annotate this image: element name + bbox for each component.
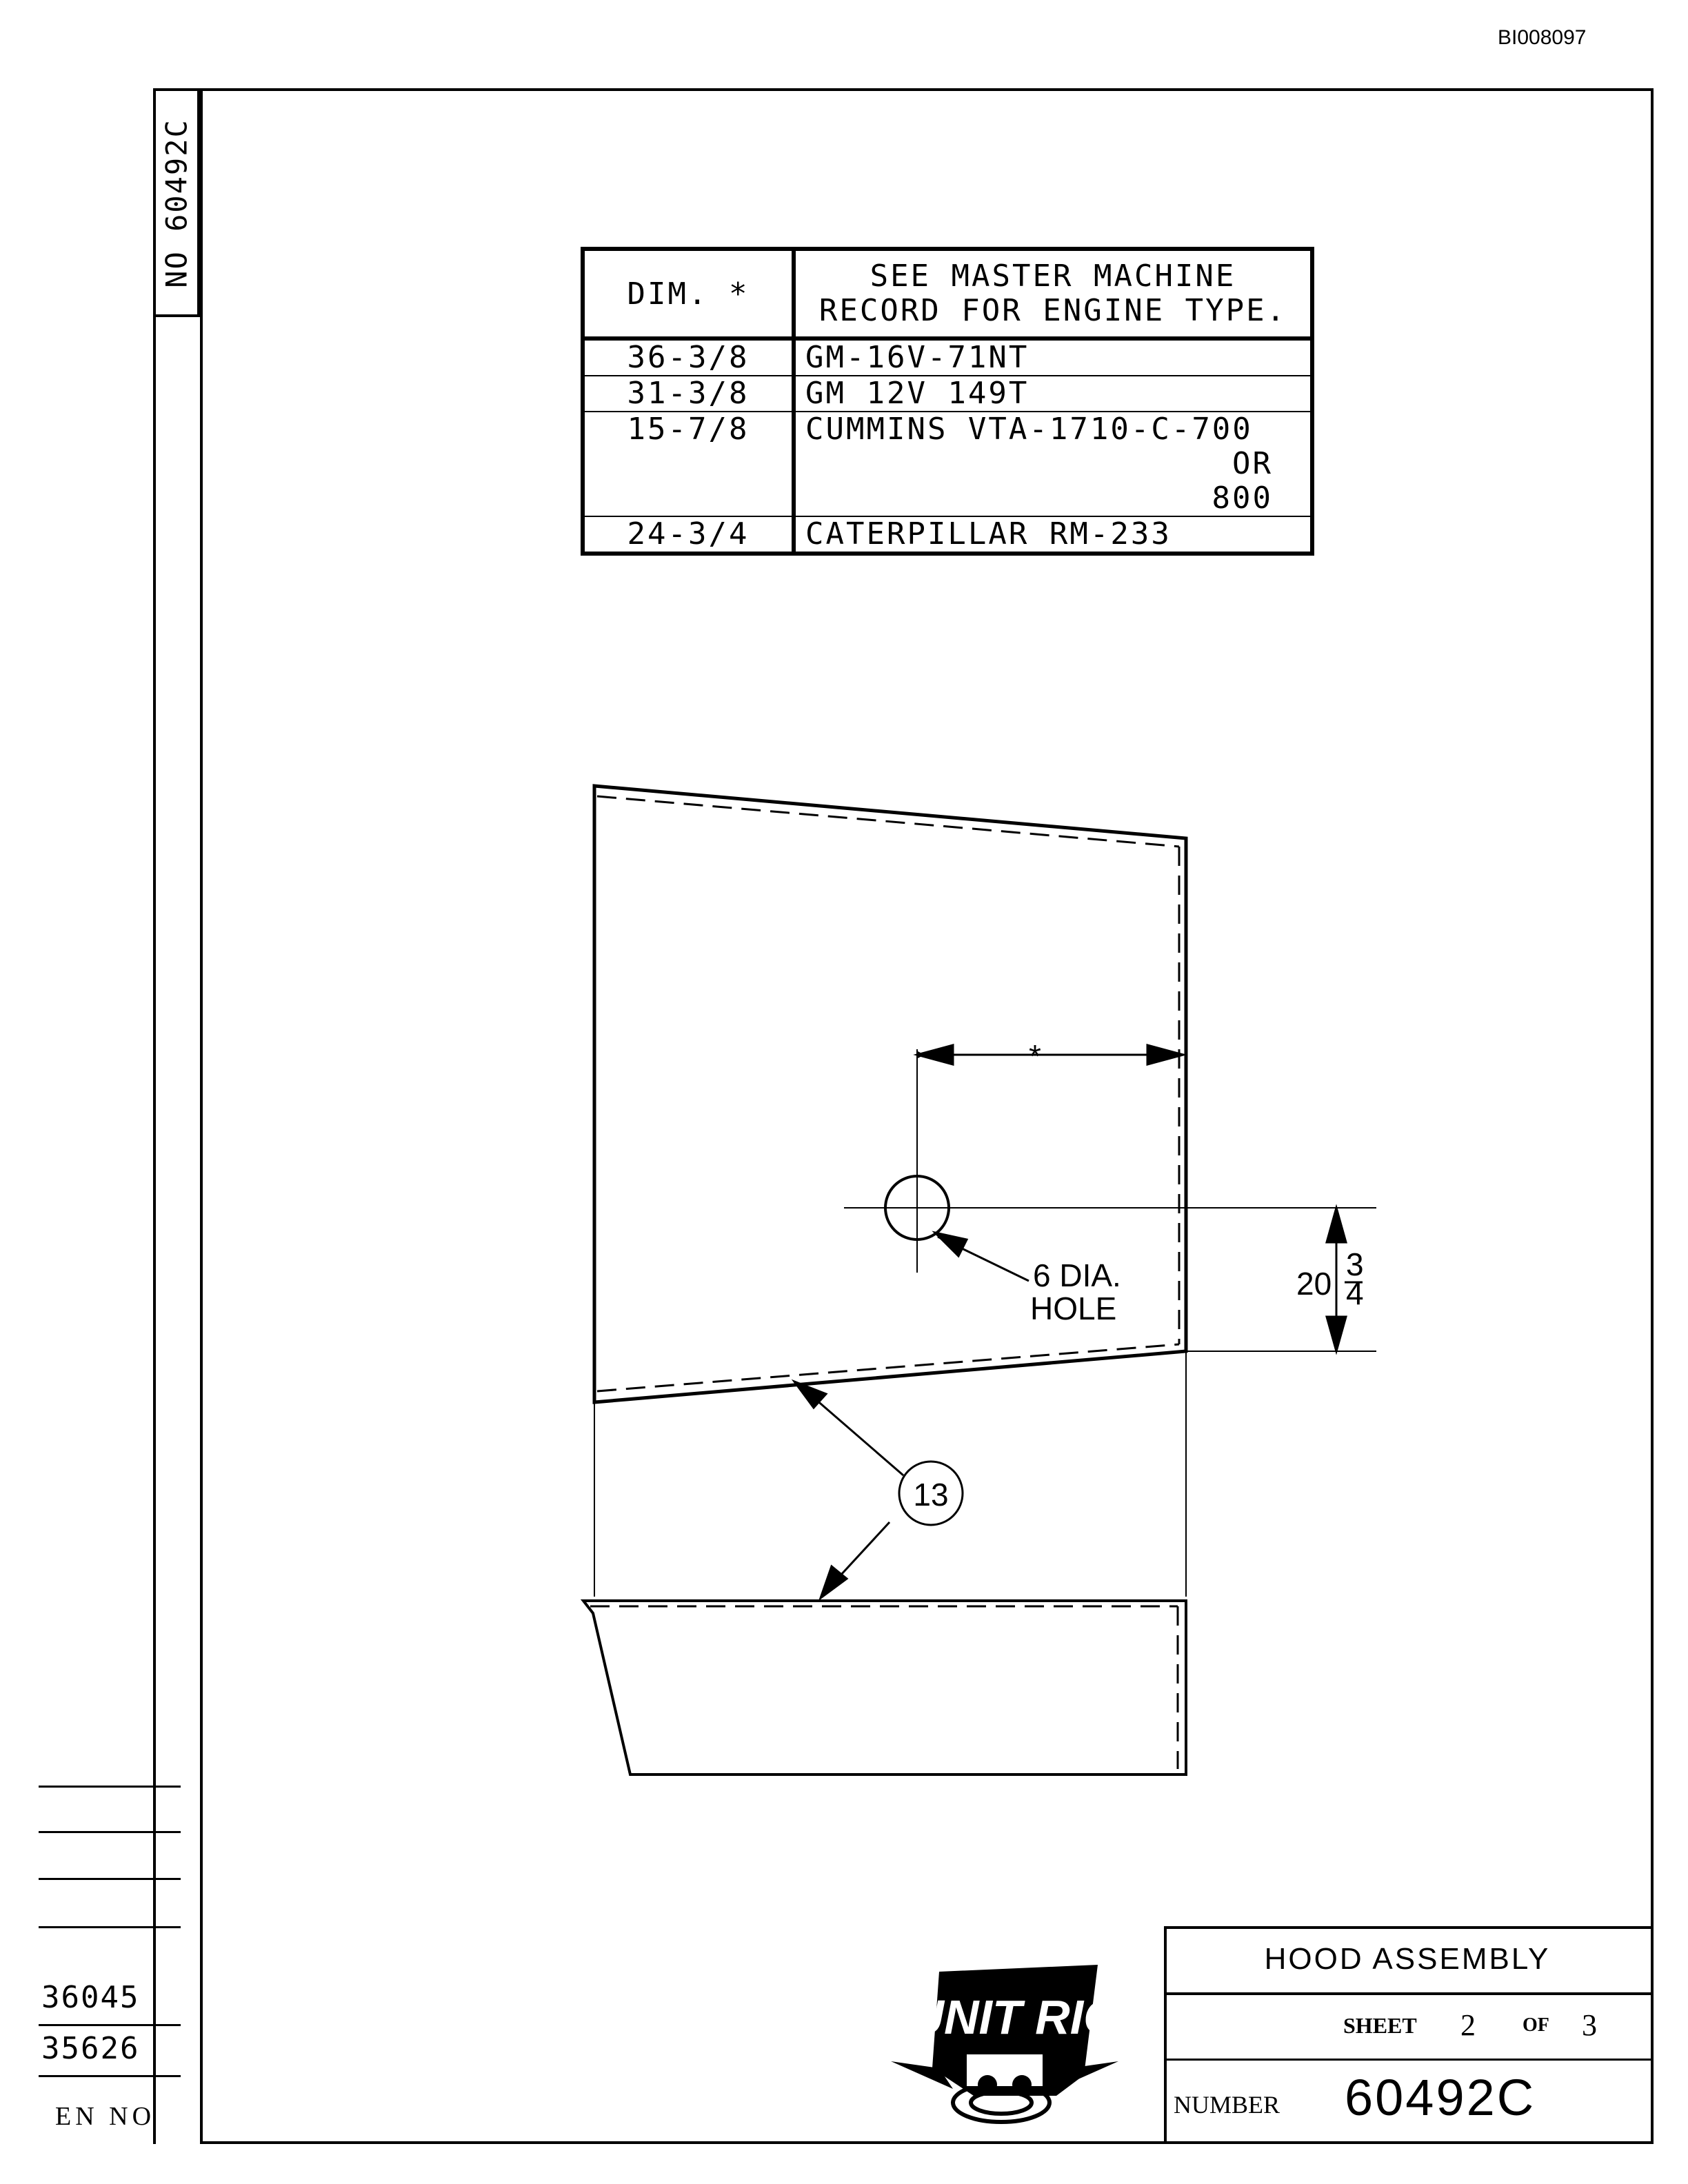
revision-line — [39, 2075, 181, 2077]
dimension-table-header: DIM. * SEE MASTER MACHINE RECORD FOR ENG… — [583, 249, 1312, 341]
table-row: 24-3/4 CATERPILLAR RM-233 — [583, 516, 1312, 554]
engine-header-line2: RECORD FOR ENGINE TYPE. — [818, 293, 1287, 328]
vertical-dimension — [1325, 1204, 1347, 1355]
vertical-number-box — [153, 88, 200, 317]
revision-number: 35626 — [41, 2031, 140, 2066]
dim-value: 36-3/8 — [583, 338, 794, 376]
engine-value: CATERPILLAR RM-233 — [792, 516, 1312, 554]
engine-value: GM-16V-71NT — [792, 338, 1312, 376]
document-id: BI008097 — [1498, 26, 1587, 49]
revision-line — [39, 2024, 181, 2026]
revision-number: 36045 — [41, 1980, 140, 2015]
engine-value-line3: 800 — [1212, 481, 1273, 516]
drawing-number: 60492C — [1345, 2069, 1536, 2126]
vertical-dim-denominator: 4 — [1346, 1275, 1364, 1311]
drawing-title: HOOD ASSEMBLY — [1164, 1926, 1651, 1995]
hole-leader — [932, 1231, 1029, 1282]
balloon-leaders — [791, 1379, 904, 1601]
dim-header: DIM. * — [583, 249, 794, 341]
engine-value: GM 12V 149T — [792, 376, 1312, 412]
revision-line — [39, 1878, 181, 1880]
dim-value: 24-3/4 — [627, 516, 750, 552]
revision-line — [39, 1926, 181, 1928]
dim-value: 15-7/8 — [583, 412, 794, 517]
table-row: 36-3/8 GM-16V-71NT — [583, 338, 1312, 376]
sheet-label: SHEET — [1343, 2013, 1417, 2038]
engine-value: CUMMINS VTA-1710-C-700 OR 800 — [792, 412, 1312, 517]
hole-label-line2: HOLE — [1030, 1291, 1116, 1326]
logo-text: UNIT RIG — [909, 1990, 1118, 2044]
total-sheets: 3 — [1582, 2008, 1597, 2042]
sheet-number: 2 — [1460, 2008, 1476, 2042]
vertical-dim-whole: 20 — [1296, 1266, 1332, 1302]
drawing-border — [200, 88, 1654, 2144]
dimension-table: DIM. * SEE MASTER MACHINE RECORD FOR ENG… — [581, 247, 1314, 556]
revision-line — [39, 1786, 181, 1788]
unit-rig-logo: UNIT RIG — [891, 1965, 1118, 2124]
engine-value-line1: CUMMINS VTA-1710-C-700 — [805, 412, 1253, 447]
balloon-number: 13 — [913, 1477, 948, 1513]
balloon-13 — [898, 1460, 964, 1526]
of-label: OF — [1523, 2014, 1549, 2036]
revision-line — [39, 1831, 181, 1833]
engine-header: SEE MASTER MACHINE RECORD FOR ENGINE TYP… — [792, 249, 1312, 341]
title-block-divider — [1164, 2059, 1651, 2061]
left-margin-strip — [153, 88, 200, 2144]
projection-lines — [594, 1351, 1187, 1597]
lower-hood-panel — [580, 1599, 1187, 1776]
dim-value: 31-3/8 — [583, 376, 794, 412]
engine-header-line1: SEE MASTER MACHINE — [870, 259, 1236, 294]
number-label: NUMBER — [1174, 2091, 1280, 2119]
table-row: 31-3/8 GM 12V 149T — [583, 376, 1312, 412]
engine-value-line2: OR — [1232, 446, 1273, 481]
title-block — [1164, 1926, 1651, 2144]
table-row: 15-7/8 CUMMINS VTA-1710-C-700 OR 800 — [583, 412, 1312, 517]
offset-dim-symbol: * — [1029, 1038, 1041, 1074]
hole-label-line1: 6 DIA. — [1033, 1257, 1121, 1293]
offset-dimension — [913, 1044, 1187, 1066]
vertical-dim-numerator: 3 — [1346, 1246, 1364, 1282]
en-no-label: EN NO — [55, 2102, 156, 2131]
hole-6-dia — [844, 1049, 1376, 1352]
